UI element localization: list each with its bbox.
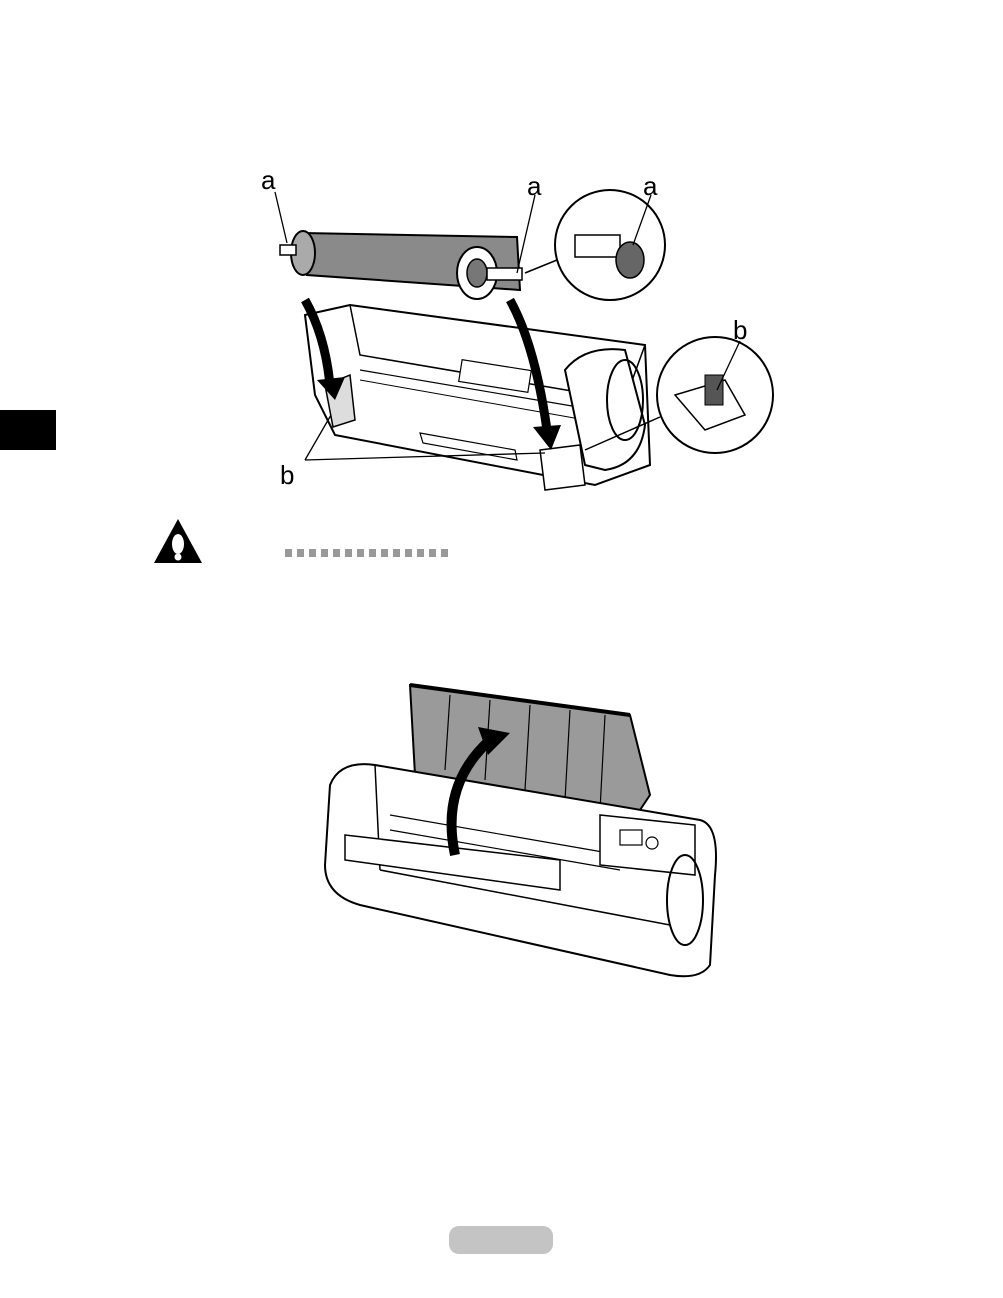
callout-a-left: a: [261, 167, 275, 193]
chapter-tab-marker: [0, 410, 56, 450]
callout-a-right: a: [643, 173, 657, 199]
top-cover-opening-illustration: [300, 675, 725, 995]
callout-a-mid: a: [527, 173, 541, 199]
callout-b-right: b: [733, 317, 747, 343]
dotted-separator: [285, 549, 450, 557]
callout-b-bottom: b: [280, 462, 294, 488]
page-number-pill: [449, 1226, 553, 1254]
top-cover-drawing: [300, 675, 725, 995]
roll-loading-illustration: a a a b b: [255, 165, 775, 505]
warning-triangle-icon: [152, 517, 204, 565]
roll-loading-drawing: [255, 165, 775, 505]
